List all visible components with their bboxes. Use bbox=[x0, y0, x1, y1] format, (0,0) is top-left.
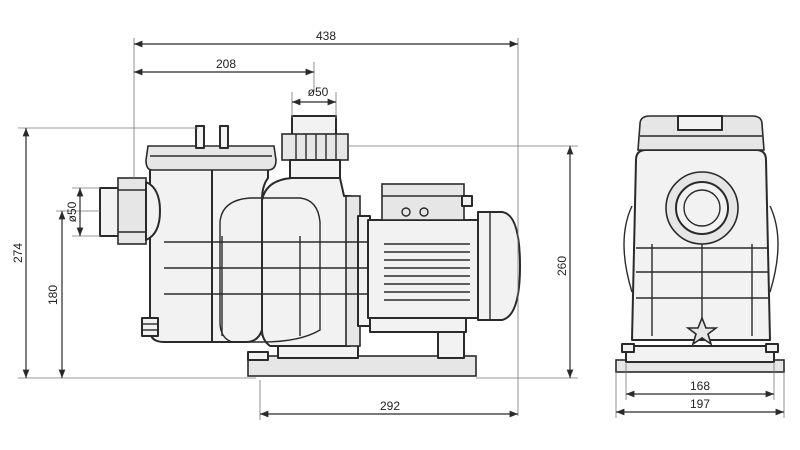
strainer-housing bbox=[141, 125, 277, 343]
inlet-union bbox=[99, 177, 161, 245]
motor bbox=[367, 183, 521, 333]
dim-inlet-diameter: ø50 bbox=[65, 201, 79, 222]
front-dimensions: 168 197 bbox=[615, 362, 785, 418]
dim-base-inner-width: 168 bbox=[690, 379, 710, 393]
side-dimensions: 438 208 ø50 274 180 ø50 bbox=[11, 29, 578, 420]
dim-outlet-diameter: ø50 bbox=[308, 85, 329, 99]
dim-base-outer-width: 197 bbox=[690, 397, 710, 411]
outlet-union bbox=[281, 115, 349, 179]
dim-overall-length: 438 bbox=[316, 29, 336, 43]
dim-inlet-to-outlet: 208 bbox=[216, 57, 236, 71]
front-drain-plug bbox=[685, 315, 719, 346]
dim-outlet-height: 260 bbox=[555, 256, 569, 276]
dim-inlet-height: 180 bbox=[46, 285, 60, 305]
dim-overall-height: 274 bbox=[11, 243, 25, 263]
base-plate bbox=[247, 329, 477, 377]
dim-base-length: 292 bbox=[380, 399, 400, 413]
side-view: 438 208 ø50 274 180 ø50 bbox=[11, 29, 578, 420]
front-view: 168 197 bbox=[615, 115, 785, 418]
